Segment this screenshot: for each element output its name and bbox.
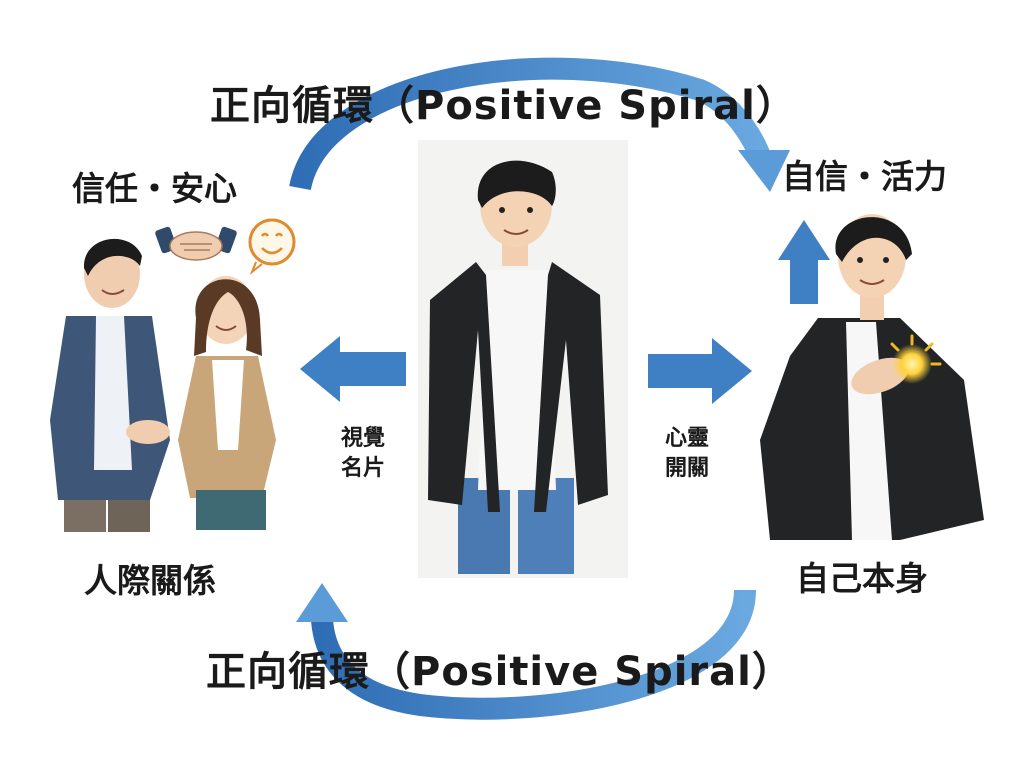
smiley-icon xyxy=(248,218,296,276)
left-arrow xyxy=(300,336,406,402)
up-arrow xyxy=(778,220,830,304)
right-arrow-label-line1: 心靈 xyxy=(664,426,709,451)
glow-icon xyxy=(890,334,942,384)
left-arrow-label-line2: 名片 xyxy=(340,456,385,481)
left-arrow-label: 視覺 名片 xyxy=(330,424,396,484)
top-cycle-label: 正向循環（Positive Spiral） xyxy=(210,83,797,129)
bottom-cycle-label: 正向循環（Positive Spiral） xyxy=(206,649,793,695)
left-arrow-label-line1: 視覺 xyxy=(340,426,385,451)
right-arrow-label: 心靈 開關 xyxy=(654,424,720,484)
center-man-illustration xyxy=(418,140,628,578)
trust-label: 信任・安心 xyxy=(72,169,237,208)
handshake-icon xyxy=(155,226,237,261)
couple-illustration xyxy=(50,238,276,532)
right-arrow xyxy=(648,338,752,404)
bottom-spiral-arrow xyxy=(296,583,756,720)
top-spiral-arrow xyxy=(289,57,790,192)
self-label: 自己本身 xyxy=(796,559,928,598)
right-arrow-label-line2: 開關 xyxy=(664,456,709,481)
confidence-label: 自信・活力 xyxy=(782,157,947,196)
relationships-label: 人際關係 xyxy=(84,561,216,600)
